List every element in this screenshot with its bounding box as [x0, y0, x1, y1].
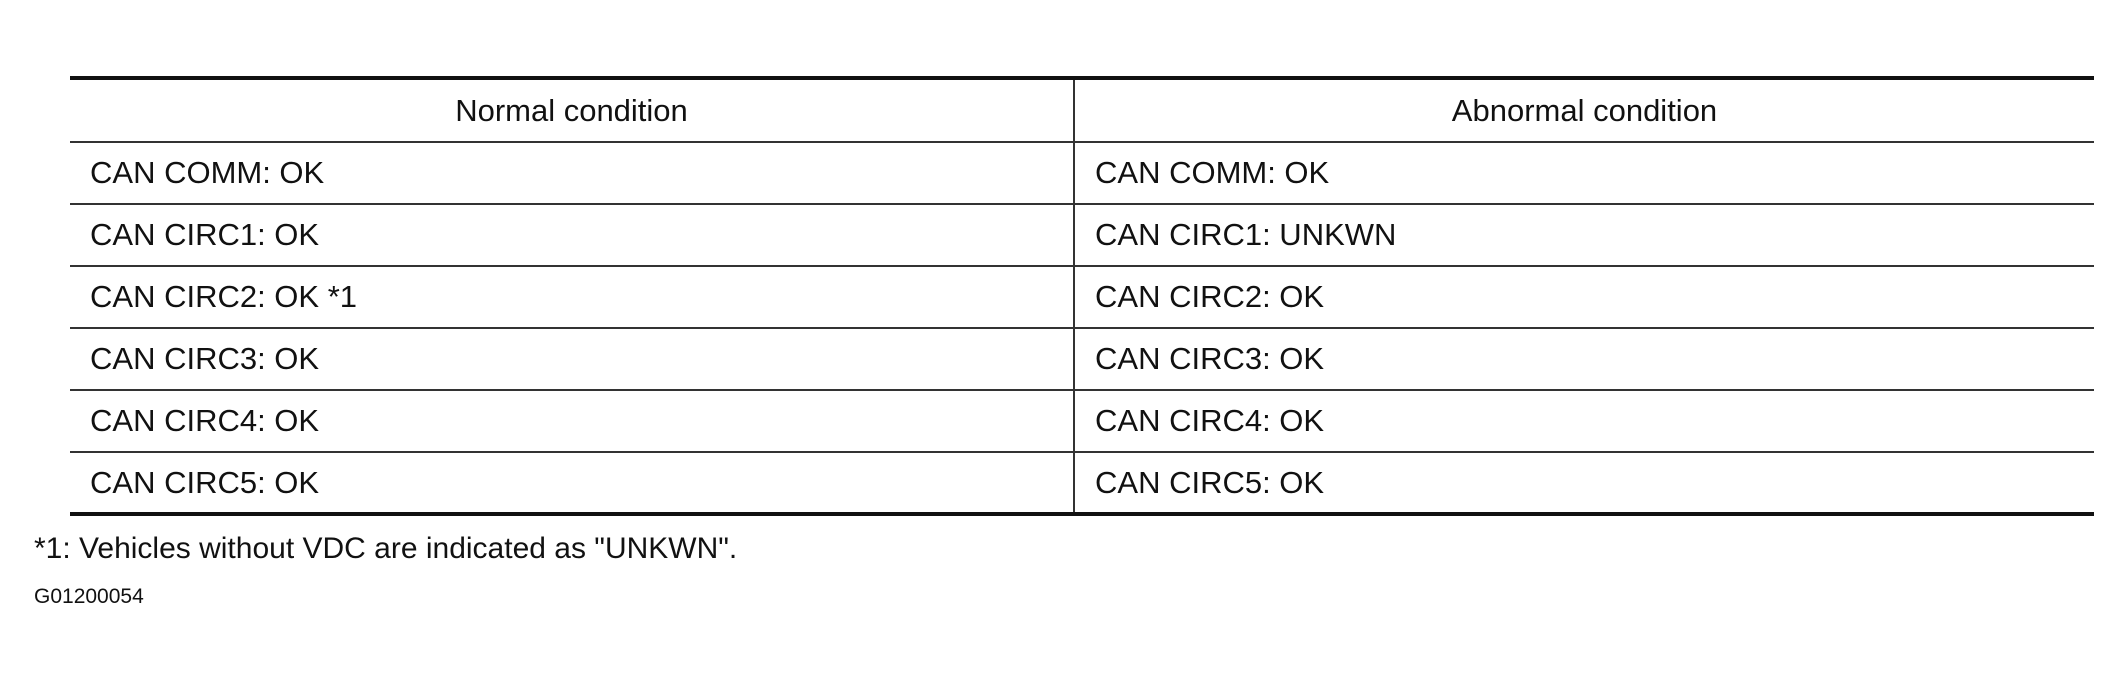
normal-cell: CAN CIRC1: OK: [70, 204, 1075, 267]
normal-cell: CAN CIRC5: OK: [70, 452, 1075, 514]
condition-table: Normal condition Abnormal condition CAN …: [70, 76, 2094, 516]
abnormal-cell: CAN COMM: OK: [1074, 142, 2094, 205]
table-row: CAN CIRC1: OK CAN CIRC1: UNKWN: [70, 204, 2094, 267]
normal-cell: CAN CIRC2: OK *1: [70, 266, 1075, 329]
table-row: CAN CIRC4: OK CAN CIRC4: OK: [70, 390, 2094, 453]
abnormal-cell: CAN CIRC3: OK: [1074, 328, 2094, 391]
abnormal-cell: CAN CIRC4: OK: [1074, 390, 2094, 453]
abnormal-cell: CAN CIRC5: OK: [1095, 464, 1325, 500]
abnormal-cell: CAN CIRC1: UNKWN: [1074, 204, 2094, 267]
table-row: CAN CIRC3: OK CAN CIRC3: OK: [70, 328, 2094, 391]
figure-id: G01200054: [34, 585, 144, 608]
table-header-row: Normal condition Abnormal condition: [70, 78, 2094, 143]
condition-table-container: Normal condition Abnormal condition CAN …: [70, 76, 2094, 516]
table-row: CAN COMM: OK CAN COMM: OK: [70, 142, 2094, 205]
table-row: CAN CIRC2: OK *1 CAN CIRC2: OK: [70, 266, 2094, 329]
normal-cell: CAN CIRC3: OK: [70, 328, 1075, 391]
normal-cell: CAN CIRC4: OK: [70, 390, 1075, 453]
normal-cell: CAN COMM: OK: [70, 142, 1075, 205]
table-row: CAN CIRC5: OK CAN CIRC5: OK: [70, 452, 2094, 514]
abnormal-cell: CAN CIRC2: OK: [1074, 266, 2094, 329]
footnote: *1: Vehicles without VDC are indicated a…: [34, 532, 738, 565]
header-abnormal-condition: Abnormal condition: [1074, 78, 2094, 143]
header-normal-condition: Normal condition: [70, 78, 1075, 143]
